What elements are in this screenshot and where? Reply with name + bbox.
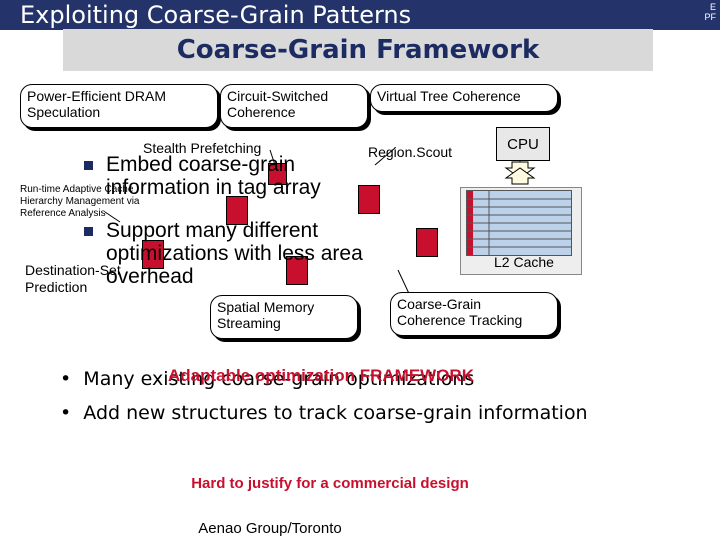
l2-cache-label: L2 Cache	[494, 254, 554, 270]
bullet-text: Many existing coarse-grain optimizations	[83, 368, 475, 390]
bullet-dot-icon: •	[60, 402, 84, 424]
overlay-line: Embed coarse-grain	[106, 153, 296, 176]
overlay-line: overhead	[106, 265, 194, 288]
footer: Aenao Group/Toronto	[198, 520, 342, 537]
red-block	[416, 228, 438, 257]
callout-dram: Power-Efficient DRAM Speculation	[20, 84, 218, 128]
overlay-line: Support many different	[106, 219, 319, 242]
l2-cache-array	[466, 190, 572, 256]
square-bullet-icon	[84, 161, 93, 170]
label-destination-set: Destination-Set	[25, 262, 121, 278]
overlay-line: information in tag array	[106, 176, 321, 199]
label-stealth-prefetching: Stealth Prefetching	[143, 140, 262, 156]
commercial-note: Hard to justify for a commercial design	[191, 475, 469, 492]
label-runtime-adaptive: Run-time Adaptive Cache Hierarchy Manage…	[20, 184, 140, 220]
callout-coherence-tracking: Coarse-Grain Coherence Tracking	[390, 292, 558, 336]
red-block	[142, 240, 164, 269]
connector-line	[104, 211, 121, 223]
overlay-line: optimizations with less area	[106, 242, 363, 265]
connector-line	[269, 149, 276, 166]
overlay-bullet-2: Support many different optimizations wit…	[106, 219, 363, 288]
corner-label: E PF	[704, 2, 716, 22]
bottom-bullet-1: • Many existing coarse-grain optimizatio…	[60, 368, 474, 390]
red-block	[286, 256, 308, 285]
label-line: Run-time Adaptive Cache	[20, 184, 134, 195]
bottom-bullet-overlay: Adaptable optimization FRAMEWORK	[168, 366, 474, 385]
callout-spatial-memory: Spatial Memory Streaming	[210, 295, 358, 339]
corner-line: PF	[704, 12, 716, 22]
red-block	[226, 196, 248, 225]
cache-rows	[467, 191, 571, 255]
subtitle-text: Coarse-Grain Framework	[176, 35, 540, 65]
updown-arrow-icon	[504, 167, 536, 185]
overlay-bullet-1: Embed coarse-grain information in tag ar…	[106, 153, 321, 199]
cpu-label: CPU	[507, 135, 539, 153]
cpu-box: CPU	[496, 127, 550, 161]
connector-line	[374, 147, 396, 166]
title-bar	[0, 0, 720, 30]
callout-circuit-switched: Circuit-Switched Coherence	[220, 84, 368, 128]
bottom-bullet-2: • Add new structures to track coarse-gra…	[60, 402, 588, 424]
label-line: Reference Analysis	[20, 208, 106, 219]
red-block	[358, 185, 380, 214]
corner-line: E	[709, 2, 716, 12]
subtitle-box: Coarse-Grain Framework	[63, 29, 653, 71]
red-block	[268, 163, 287, 185]
square-bullet-icon	[84, 227, 93, 236]
label-line: Hierarchy Management via	[20, 196, 140, 207]
bullet-dot-icon: •	[60, 368, 84, 390]
callout-virtual-tree: Virtual Tree Coherence	[370, 84, 558, 112]
label-region-scout: Region.Scout	[368, 144, 453, 160]
bullet-text: Add new structures to track coarse-grain…	[83, 402, 588, 424]
label-prediction: Prediction	[25, 279, 88, 295]
slide-title: Exploiting Coarse-Grain Patterns	[20, 1, 412, 29]
